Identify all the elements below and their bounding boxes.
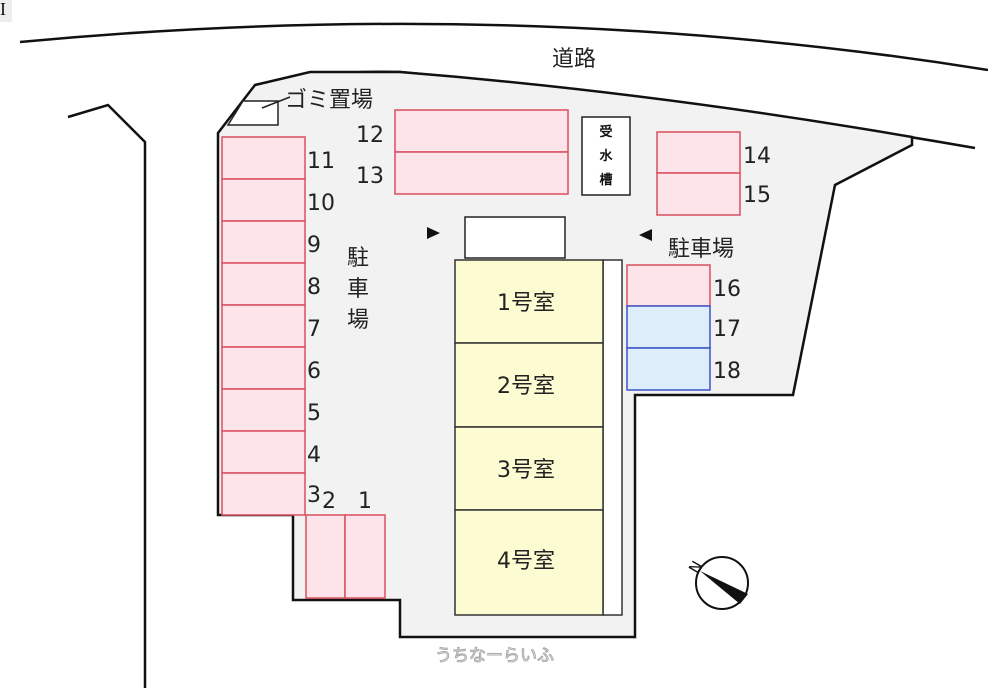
north-compass-icon: N [685, 556, 749, 610]
space-number-13: 13 [356, 164, 384, 189]
road-edge-left [67, 103, 147, 688]
parking-label-v-3: 場 [347, 308, 369, 333]
water-tank-label-1: 受 [599, 124, 612, 140]
parking-label-v-1: 駐 [347, 246, 369, 271]
water-tank-label-3: 槽 [599, 172, 612, 188]
water-tank-label-2: 水 [599, 148, 613, 164]
road-edge-top [19, 22, 988, 72]
parking-space-7 [221, 304, 306, 348]
room-4 [454, 509, 604, 616]
parking-space-10 [221, 178, 306, 222]
road-label: 道路 [552, 47, 596, 72]
space-number-4: 4 [307, 443, 321, 468]
space-number-18: 18 [713, 359, 741, 384]
parking-label-horizontal: 駐車場 [668, 237, 734, 262]
space-number-1: 1 [358, 489, 372, 514]
space-number-3: 3 [307, 483, 321, 508]
parking-space-12 [394, 109, 569, 153]
garbage-leader [261, 96, 291, 109]
space-number-10: 10 [307, 191, 335, 216]
parking-space-16 [626, 264, 711, 307]
room-label-3: 3号室 [497, 458, 555, 483]
parking-space-15 [656, 172, 741, 216]
parking-space-8 [221, 262, 306, 306]
parking-space-11 [221, 136, 306, 180]
garbage-label: ゴミ置場 [285, 88, 373, 113]
space-number-17: 17 [713, 317, 741, 342]
space-number-11: 11 [307, 149, 335, 174]
space-number-6: 6 [307, 359, 321, 384]
space-number-5: 5 [307, 401, 321, 426]
space-number-2: 2 [322, 489, 336, 514]
room-2 [454, 342, 604, 428]
space-number-12: 12 [356, 123, 384, 148]
room-3 [454, 426, 604, 511]
watermark: うちなーらいふ [435, 646, 554, 666]
room-label-2: 2号室 [497, 374, 555, 399]
parking-space-4 [221, 430, 306, 474]
water-tank [581, 116, 631, 196]
parking-space-18 [626, 347, 711, 391]
parking-label-v-2: 車 [347, 277, 369, 302]
space-number-9: 9 [307, 233, 321, 258]
room-label-1: 1号室 [497, 291, 555, 316]
parking-space-14 [656, 131, 741, 174]
parking-space-2 [305, 514, 346, 599]
entrance [464, 216, 566, 259]
space-number-8: 8 [307, 275, 321, 300]
corridor [602, 259, 623, 616]
space-number-15: 15 [743, 183, 771, 208]
arrow-left-icon [639, 229, 652, 241]
corner-mark: I [0, 0, 12, 22]
parking-space-13 [394, 151, 569, 195]
parking-space-5 [221, 388, 306, 432]
parking-space-1 [344, 514, 386, 599]
space-number-16: 16 [713, 277, 741, 302]
room-1 [454, 259, 604, 344]
space-number-7: 7 [307, 317, 321, 342]
parking-space-17 [626, 305, 711, 349]
parking-space-3 [221, 472, 306, 516]
parking-space-9 [221, 220, 306, 264]
room-label-4: 4号室 [497, 549, 555, 574]
arrow-right-icon [427, 227, 440, 239]
parking-space-6 [221, 346, 306, 390]
space-number-14: 14 [743, 144, 771, 169]
